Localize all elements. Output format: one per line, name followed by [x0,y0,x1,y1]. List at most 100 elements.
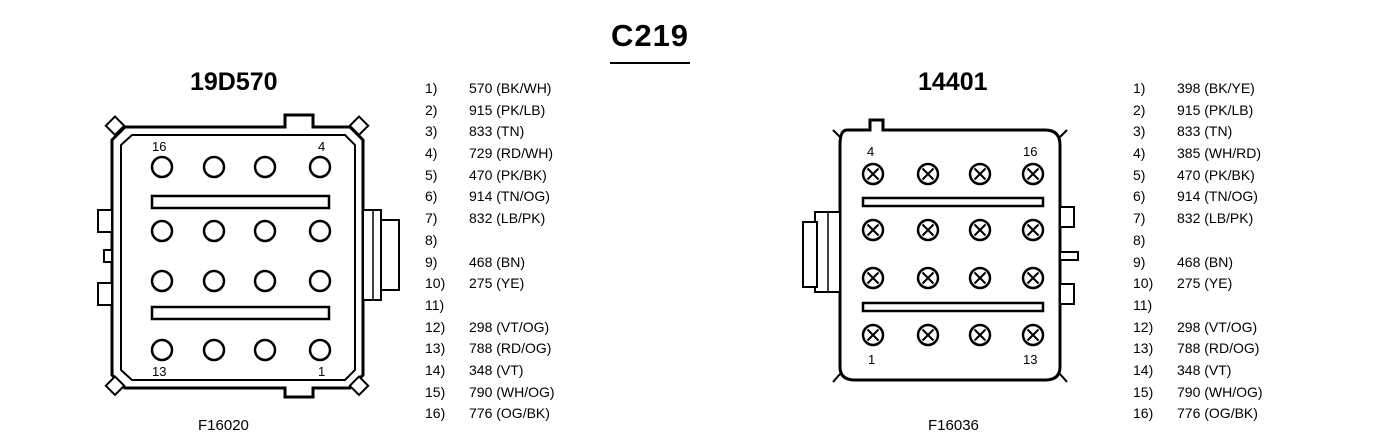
left-pin-list: 1)570 (BK/WH)2)915 (PK/LB)3)833 (TN)4)72… [425,78,555,425]
pin-circuit: 776 (OG/BK) [469,405,550,422]
pin-row: 15)790 (WH/OG) [1133,382,1263,404]
pin-row: 9) 468 (BN) [1133,252,1263,274]
pin-circuit: 298 (VT/OG) [1177,318,1258,335]
right-pin-list: 1) 398 (BK/YE) 2)915 (PK/LB)3)833 (TN)4)38… [1133,78,1263,425]
pin-cavity [308,338,332,362]
pin-row: 5)470 (PK/BK) [1133,165,1263,187]
pin-row: 5)470 (PK/BK) [425,165,555,187]
pin-cavity [150,155,174,179]
pin-row: 11) [425,295,555,317]
pin-row: 3)833 (TN) [425,121,555,143]
pin-row: 2)915 (PK/LB) [425,100,555,122]
right-label-bottom-left: 1 [868,352,876,367]
pin-circuit: 832 (LB/PK) [1177,210,1254,227]
pin-row: 2)915 (PK/LB) [1133,100,1263,122]
connector-title: C219 [610,18,690,53]
pin-number: 13) [1133,340,1154,357]
pin-cavity [202,269,226,293]
left-figure-ref: F16020 [198,417,249,434]
pin-circuit: 298 (VT/OG) [469,318,550,335]
pin-cross-mark [866,328,880,342]
pin-circuit: 398 (BK/YE) [1177,80,1255,96]
right-part-number: 14401 [918,68,988,96]
pin-circuit: 914 (TN/OG) [1177,188,1258,205]
pin-row: 8) [1133,230,1263,252]
pin-row: 10) 275 (YE) [425,273,555,295]
pin-circuit: 833 (TN) [469,123,525,140]
pin-circuit: 729 (RD/WH) [469,145,554,162]
pin-cross-mark [973,167,987,181]
pin-cross-mark [921,271,935,285]
pin-number: 12) [1133,318,1154,335]
pin-row: 13) 788 (RD/OG) [1133,338,1263,360]
left-label-bottom-right: 1 [318,364,326,379]
pin-circuit: 833 (TN) [1177,123,1233,140]
pin-number: 1) [1133,80,1146,96]
pin-number: 2) [1133,101,1146,118]
pin-circuit: 275 (YE) [469,275,525,292]
pin-circuit: 776 (OG/BK) [1177,405,1258,422]
pin-circuit: 914 (TN/OG) [469,188,550,205]
pin-row: 3)833 (TN) [1133,121,1263,143]
pin-cavity [253,219,277,243]
pin-cross-mark [973,271,987,285]
pin-row: 1) 570 (BK/WH) [425,78,555,100]
pin-number: 6) [425,188,438,205]
pin-cross-mark [1026,223,1040,237]
pin-number: 8) [1133,231,1146,248]
pin-row: 1) 398 (BK/YE) [1133,78,1263,100]
pin-number: 12) [425,318,446,335]
pin-row: 9) 468 (BN) [425,252,555,274]
pin-circuit: 570 (BK/WH) [469,80,552,96]
pin-cross-mark [866,167,880,181]
pin-row: 12) 298 (VT/OG) [1133,317,1263,339]
pin-row: 7)832 (LB/PK) [1133,208,1263,230]
pin-circuit: 348 (VT) [469,361,524,378]
right-connector-face [802,118,1079,383]
pin-number: 13) [425,340,446,357]
pin-row: 6) 914 (TN/OG) [425,186,555,208]
pin-number: 9) [1133,253,1146,270]
pin-circuit: 788 (RD/OG) [1177,340,1260,357]
pin-cavity [202,338,226,362]
pin-number: 6) [1133,188,1146,205]
left-part-number: 19D570 [190,68,278,96]
pin-number: 10) [1133,275,1154,292]
pin-circuit: 468 (BN) [1177,253,1234,270]
pin-number: 5) [1133,166,1146,183]
pin-circuit: 468 (BN) [469,253,526,270]
pin-cross-mark [1026,167,1040,181]
pin-number: 9) [425,253,438,270]
pin-cavity [150,269,174,293]
left-connector-face [97,113,400,399]
left-label-top-left: 16 [152,139,167,154]
pin-cavity [308,219,332,243]
pin-cross-mark [921,223,935,237]
right-label-top-left: 4 [867,144,875,159]
pin-cross-mark [921,328,935,342]
pin-row: 6) 914 (TN/OG) [1133,186,1263,208]
pin-row: 4)385 (WH/RD) [1133,143,1263,165]
pin-row: 13)788 (RD/OG) [425,338,555,360]
pin-circuit: 470 (PK/BK) [469,166,547,183]
pin-row: 10)275 (YE) [1133,273,1263,295]
pin-cross-mark [1026,271,1040,285]
pin-cavity [253,269,277,293]
pin-cavity [308,269,332,293]
pin-cavity [253,338,277,362]
right-label-top-right: 16 [1023,144,1038,159]
pin-number: 1) [425,80,438,96]
pin-cavity [308,155,332,179]
right-label-bottom-right: 13 [1023,352,1038,367]
pin-number: 14) [1133,361,1154,378]
pin-cross-mark [973,328,987,342]
pin-row: 7)832 (LB/PK) [425,208,555,230]
pin-circuit: 348 (VT) [1177,361,1232,378]
pin-row: 15)790 (WH/OG) [425,382,555,404]
pin-number: 14) [425,361,446,378]
pin-number: 15) [1133,383,1154,400]
pin-number: 10) [425,275,446,292]
pin-circuit: 832 (LB/PK) [469,210,546,227]
pin-number: 4) [1133,145,1146,162]
pin-number: 15) [425,383,446,400]
